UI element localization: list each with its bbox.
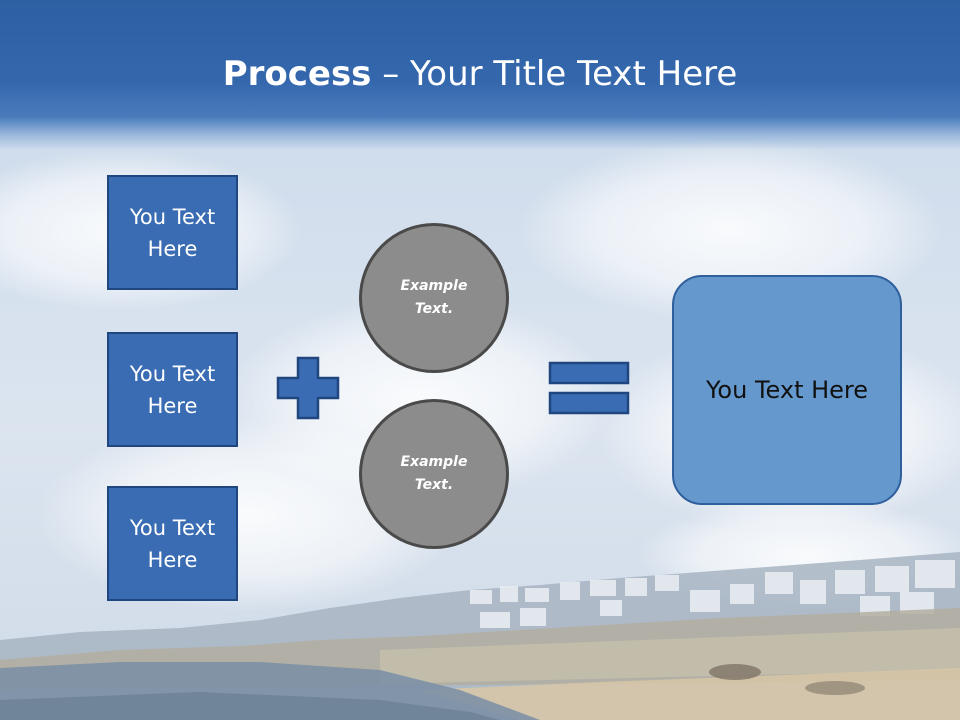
example-circle-2: Example Text.: [359, 399, 509, 549]
input-box-label: You Text Here: [129, 361, 216, 418]
input-box-2: You Text Here: [107, 332, 238, 447]
result-box: You Text Here: [672, 275, 902, 505]
title-rest: – Your Title Text Here: [371, 54, 738, 94]
title-bold-word: Process: [222, 54, 372, 94]
example-circle-label: Example Text.: [400, 278, 468, 317]
slide-title: Process – Your Title Text Here: [0, 52, 960, 96]
example-circle-label: Example Text.: [400, 454, 468, 493]
equals-icon: [548, 361, 630, 415]
input-box-3: You Text Here: [107, 486, 238, 601]
header-banner: [0, 0, 960, 150]
result-box-label: You Text Here: [705, 376, 869, 404]
input-box-label: You Text Here: [129, 515, 216, 572]
input-box-1: You Text Here: [107, 175, 238, 290]
input-box-label: You Text Here: [129, 204, 216, 261]
plus-icon: [276, 356, 340, 420]
example-circle-1: Example Text.: [359, 223, 509, 373]
